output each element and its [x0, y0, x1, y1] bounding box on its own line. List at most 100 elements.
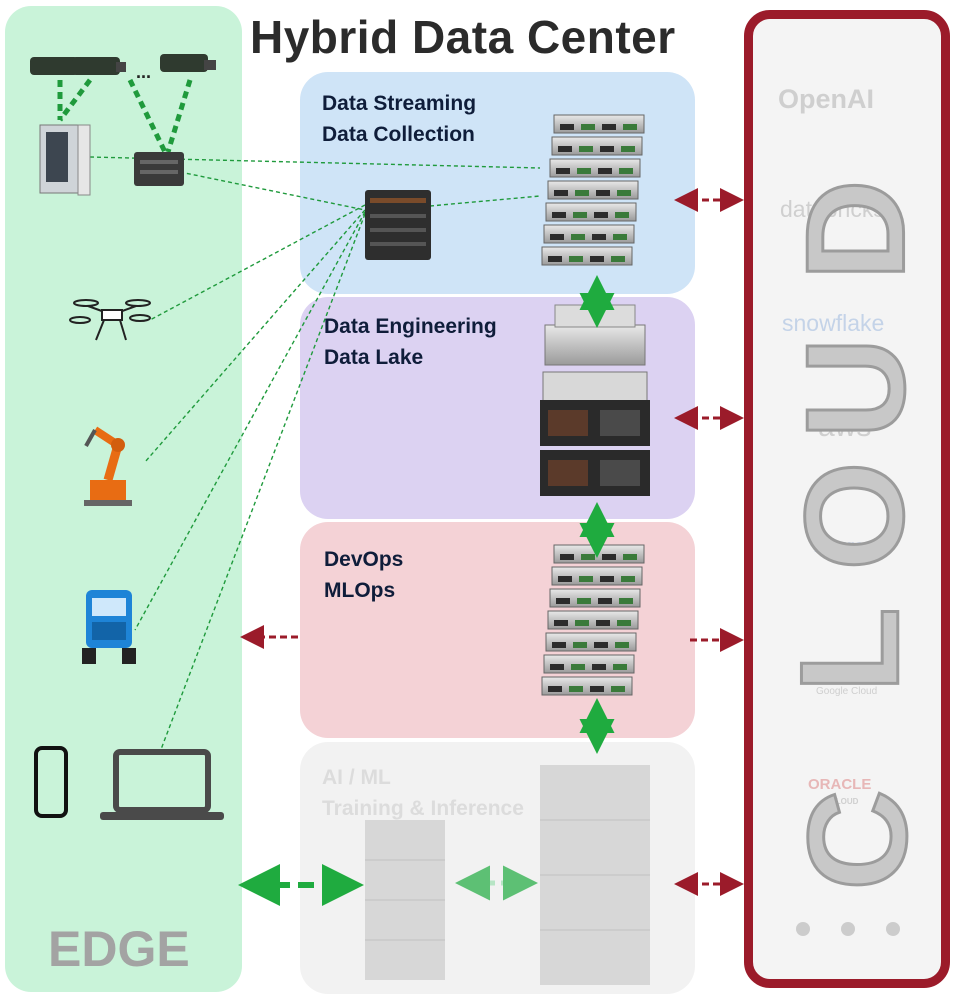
server-drive	[558, 146, 572, 152]
zone-engineering-line1: Data Engineering	[324, 315, 497, 338]
server-drive	[581, 124, 595, 130]
link-laptop-to-hub	[159, 213, 366, 753]
server-drive	[556, 168, 570, 174]
zone-aiml-line2: Training & Inference	[322, 797, 524, 820]
server-drive	[602, 554, 616, 560]
phone-icon	[34, 746, 68, 818]
server-drive	[579, 576, 593, 582]
server-drive	[598, 598, 612, 604]
server-drive	[556, 598, 570, 604]
zone-engineering-line2: Data Lake	[324, 346, 424, 369]
zone-devops-line2: MLOps	[324, 579, 396, 602]
server-drive	[571, 664, 585, 670]
edge-label: EDGE	[48, 921, 190, 977]
server-unit	[543, 224, 635, 244]
server-drive	[575, 620, 589, 626]
server-drive	[598, 168, 612, 174]
streaming-server-rack	[541, 114, 645, 266]
robot-arm-icon	[84, 426, 132, 506]
server-drive	[577, 598, 591, 604]
server-unit	[551, 566, 643, 586]
server-unit	[541, 246, 633, 266]
server-drive	[573, 212, 587, 218]
server-drive	[552, 642, 566, 648]
oracle-logo: ORACLE	[808, 776, 872, 793]
zone-streaming-label: Data Streaming Data Collection	[322, 88, 476, 150]
aws-logo: aws	[818, 410, 872, 443]
server-drive	[579, 146, 593, 152]
server-drive	[619, 168, 633, 174]
cloud-panel	[744, 10, 950, 988]
server-drive	[619, 598, 633, 604]
server-unit	[547, 180, 639, 200]
server-drive	[590, 256, 604, 262]
edge-server-icon	[134, 152, 184, 186]
server-drive	[550, 664, 564, 670]
link-truck-to-hub	[134, 211, 366, 631]
server-drive	[596, 190, 610, 196]
server-unit	[551, 136, 643, 156]
server-drive	[581, 554, 595, 560]
server-drive	[571, 234, 585, 240]
link-drone-to-hub	[149, 204, 366, 321]
server-drive	[550, 234, 564, 240]
edge-links	[89, 156, 541, 753]
server-drive	[569, 256, 583, 262]
zone-aiml-label: AI / ML Training & Inference	[322, 762, 524, 824]
link-cabinet-to-streaming	[89, 156, 541, 169]
zone-streaming-line1: Data Streaming	[322, 92, 477, 115]
server-unit	[541, 676, 633, 696]
server-drive	[594, 642, 608, 648]
openai-logo: OpenAI	[778, 84, 875, 114]
link-edge-server-to-hub	[179, 171, 366, 211]
server-drive	[600, 146, 614, 152]
server-drive	[573, 642, 587, 648]
server-drive	[615, 642, 629, 648]
server-drive	[623, 554, 637, 560]
server-drive	[552, 212, 566, 218]
server-drive	[554, 190, 568, 196]
page-title: Hybrid Data Center	[250, 11, 676, 63]
server-unit	[543, 654, 635, 674]
server-unit	[549, 588, 641, 608]
link-hub-to-streaming	[429, 195, 541, 207]
azure-logo: Azure	[814, 536, 865, 556]
zone-devops-label: DevOps MLOps	[324, 544, 403, 606]
devops-server-rack	[541, 544, 645, 696]
server-drive	[554, 620, 568, 626]
server-drive	[613, 234, 627, 240]
camera-icon	[72, 57, 126, 75]
server-drive	[592, 234, 606, 240]
server-drive	[558, 576, 572, 582]
camera-ellipsis: ...	[136, 62, 151, 82]
zone-engineering-label: Data Engineering Data Lake	[324, 311, 497, 373]
server-drive	[600, 576, 614, 582]
server-unit	[553, 114, 645, 134]
server-drive	[548, 256, 562, 262]
server-unit	[545, 202, 637, 222]
ai-ml-servers	[365, 765, 650, 985]
server-drive	[596, 620, 610, 626]
server-drive	[613, 664, 627, 670]
server-drive	[602, 124, 616, 130]
snowflake-logo: snowflake	[782, 310, 885, 336]
server-drive	[560, 554, 574, 560]
camera-icon	[160, 54, 216, 72]
google-cloud-logo: Google Cloud	[816, 686, 878, 697]
truck-icon	[82, 590, 136, 664]
zone-aiml-line1: AI / ML	[322, 766, 391, 789]
camera-links	[57, 78, 193, 154]
server-drive	[592, 664, 606, 670]
server-drive	[575, 190, 589, 196]
databricks-logo: databricks	[780, 196, 885, 222]
server-drive	[611, 256, 625, 262]
server-unit	[545, 632, 637, 652]
server-unit	[547, 610, 639, 630]
zone-streaming-line2: Data Collection	[322, 123, 475, 146]
server-drive	[617, 190, 631, 196]
server-drive	[621, 576, 635, 582]
zone-devops-line1: DevOps	[324, 548, 404, 571]
server-unit	[549, 158, 641, 178]
cloud-more-dots	[796, 922, 900, 936]
